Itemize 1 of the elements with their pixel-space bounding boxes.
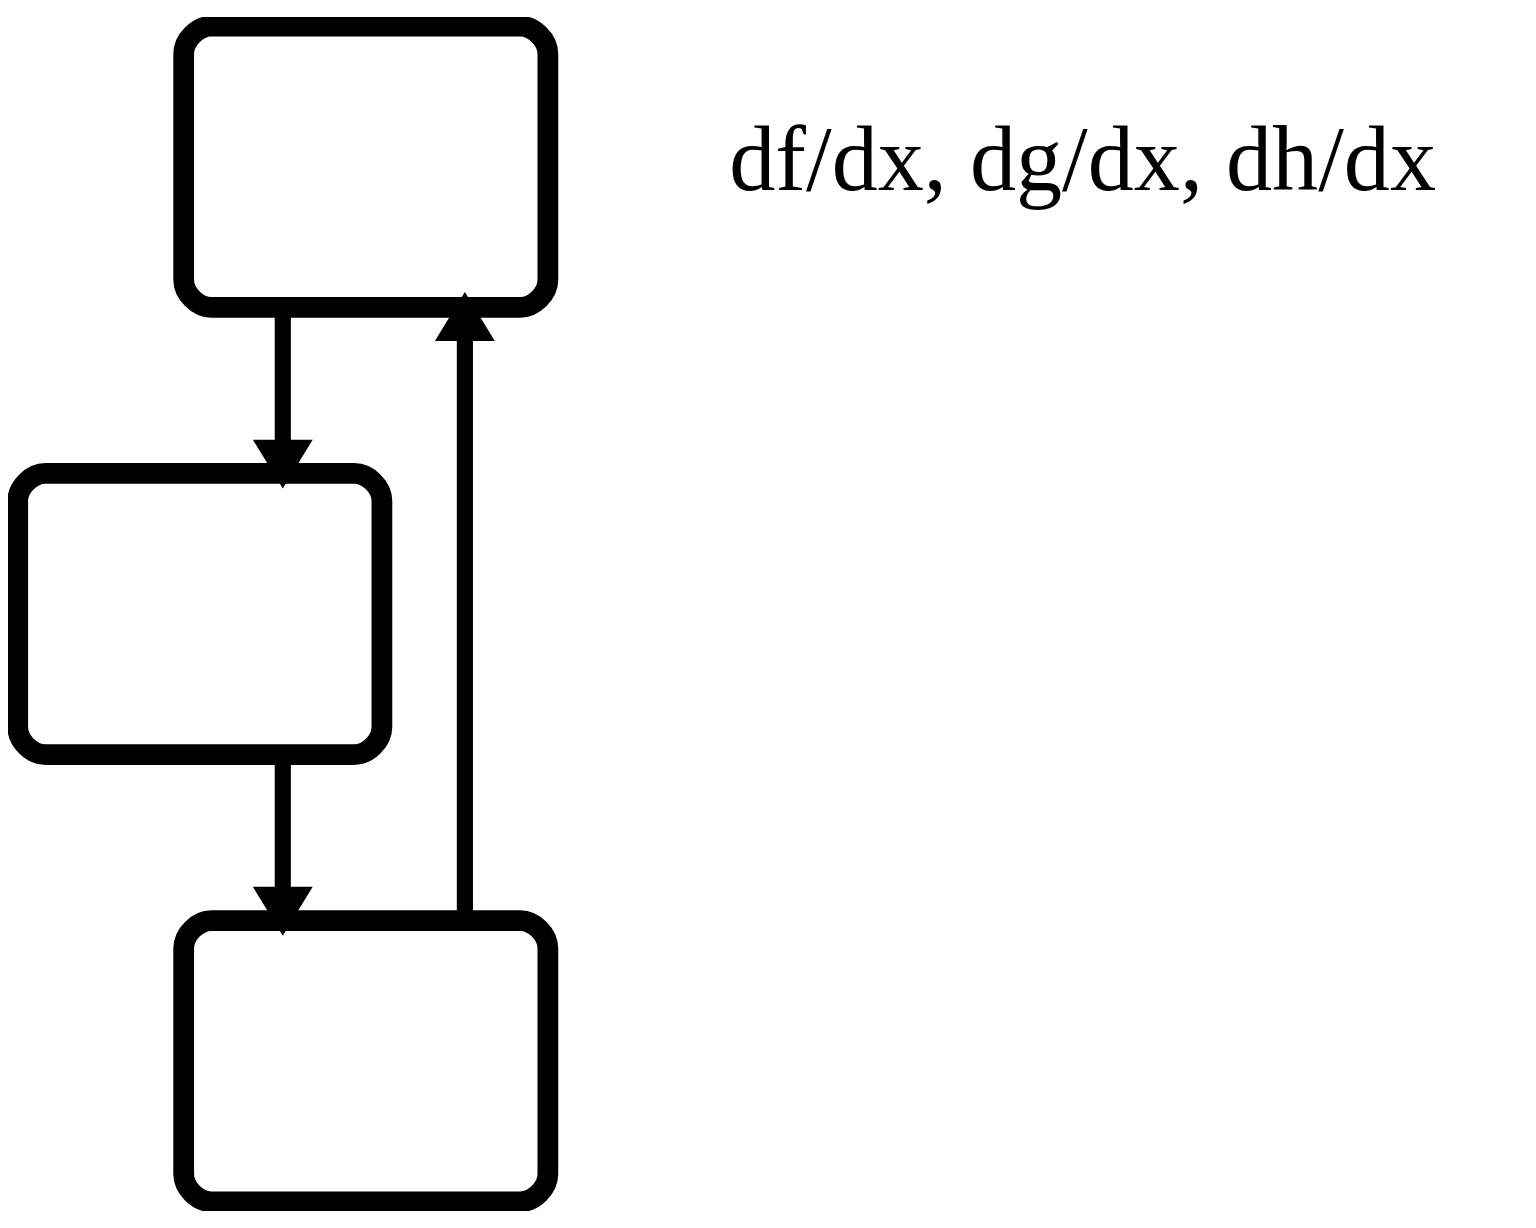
label: df/dx, dg/dx, dh/dx	[729, 107, 1437, 210]
